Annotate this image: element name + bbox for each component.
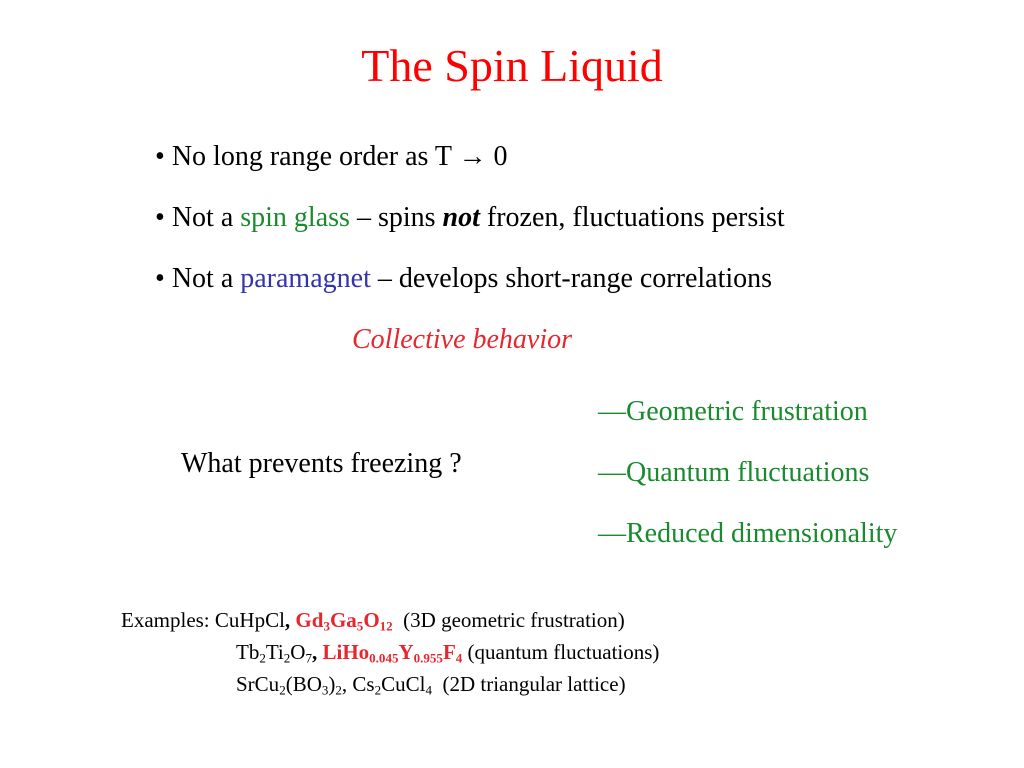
bullet-mark: • [155, 202, 165, 233]
bullet-not-spin-glass: • Not a spin glass – spins not frozen, f… [155, 201, 785, 235]
formula-liho-y-f4: LiHo0.045Y0.955F4 [322, 640, 463, 666]
bullet-text: No long range order as T → 0 [171, 141, 508, 172]
example-line-2: Tb2Ti2O7, LiHo0.045Y0.955F4 (quantum flu… [236, 639, 659, 665]
separator: , [341, 672, 353, 696]
reason-quantum-fluctuations: —Quantum fluctuations [598, 457, 870, 488]
bullet-text-pre: Not a [171, 263, 241, 294]
example-note: (2D triangular lattice) [442, 672, 626, 696]
bullet-mark: • [155, 263, 165, 294]
bullet-text-pre: Not a [171, 202, 241, 233]
example-note: (quantum fluctuations) [467, 640, 660, 664]
spin-glass-term: spin glass [240, 202, 350, 233]
not-emphasis: not [442, 202, 480, 233]
example-line-1: Examples: CuHpCl, Gd3Ga5O12 (3D geometri… [121, 607, 625, 633]
separator: , [311, 640, 323, 664]
bullet-no-long-range-order: • No long range order as T → 0 [155, 140, 507, 174]
reason-reduced-dimensionality: —Reduced dimensionality [598, 518, 898, 549]
separator: , [284, 608, 296, 632]
slide-title: The Spin Liquid [361, 40, 663, 91]
reason-geometric-frustration: —Geometric frustration [598, 396, 868, 427]
bullet-text-post: – develops short-range correlations [370, 263, 773, 294]
formula-cuhpcl: CuHpCl [214, 608, 285, 632]
formula-srcu2-bo3-2: SrCu2(BO3)2 [236, 672, 342, 698]
paramagnet-term: paramagnet [240, 263, 371, 294]
formula-tb2ti2o7: Tb2Ti2O7 [236, 640, 312, 666]
collective-behavior-note: Collective behavior [352, 324, 573, 355]
formula-cs2cucl4: Cs2CuCl4 [352, 672, 432, 698]
bullet-mark: • [155, 141, 165, 172]
bullet-not-paramagnet: • Not a paramagnet – develops short-rang… [155, 262, 772, 296]
freezing-question: What prevents freezing ? [181, 448, 462, 479]
example-note: (3D geometric frustration) [403, 608, 625, 632]
example-line-3: SrCu2(BO3)2, Cs2CuCl4 (2D triangular lat… [236, 671, 626, 697]
formula-gd3ga5o12: Gd3Ga5O12 [295, 608, 393, 634]
bullet-text-mid: – spins [349, 202, 443, 233]
examples-label: Examples: [121, 608, 215, 632]
bullet-text-post: frozen, fluctuations persist [479, 202, 785, 233]
